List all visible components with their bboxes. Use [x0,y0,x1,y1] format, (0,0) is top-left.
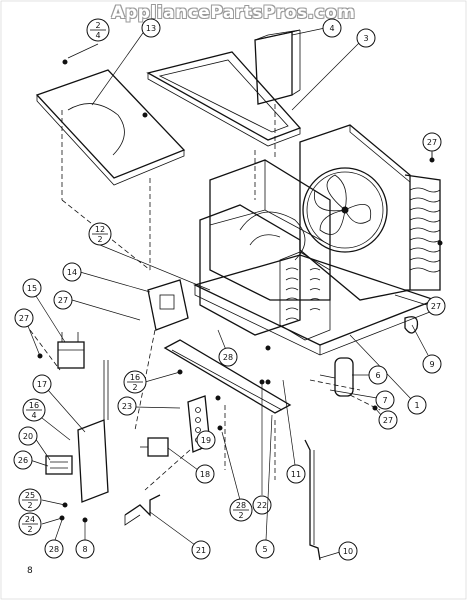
fraction-callout-24-2: 24 2 [18,512,63,536]
svg-text:4: 4 [95,31,100,40]
svg-text:21: 21 [196,546,206,555]
run-capacitor [319,357,354,397]
callout-22: 22 [252,382,272,515]
svg-text:12: 12 [95,225,105,234]
capacitor-component [57,332,85,369]
svg-text:28: 28 [223,353,233,362]
fraction-callout-12-2: 12 2 [88,222,211,291]
callout-27-top-right: 27 [422,132,442,160]
top-frame-rail [146,51,302,200]
callout-10: 10 [319,541,358,561]
svg-text:25: 25 [25,491,35,500]
svg-text:27: 27 [431,302,441,311]
callout-8: 8 [75,520,95,559]
svg-text:24: 24 [25,515,35,524]
callout-27-right: 27 [394,294,446,316]
corner-mark: 8 [27,566,33,576]
svg-text:17: 17 [37,380,47,389]
fraction-callout-16-2: 16 2 [123,370,181,394]
fraction-callout-25-2: 25 2 [18,488,66,512]
svg-text:6: 6 [375,371,380,380]
evaporator-coil [199,204,331,341]
svg-text:23: 23 [122,402,132,411]
callout-9: 9 [411,324,442,374]
svg-text:3: 3 [363,34,368,43]
svg-text:16: 16 [130,373,140,382]
callout-27-far-left: 27 [14,308,41,357]
callout-21: 21 [149,511,211,560]
mounting-rail [163,339,292,414]
callout-6: 6 [352,365,388,385]
svg-text:20: 20 [23,432,33,441]
callout-27-lower-right: 27 [374,407,398,430]
svg-text:18: 18 [200,470,210,479]
mount-bracket [124,494,161,526]
callout-20: 20 [18,426,51,461]
svg-text:2: 2 [238,511,243,520]
svg-text:28: 28 [49,545,59,554]
callout-27-left: 27 [53,290,141,321]
fraction-callout-2-4: 2 4 [67,18,110,59]
callout-13: 13 [91,18,161,106]
svg-text:14: 14 [67,268,77,277]
fraction-callout-16-4: 16 4 [22,398,71,441]
svg-text:5: 5 [262,545,267,554]
svg-text:2: 2 [97,235,102,244]
svg-text:9: 9 [429,360,434,369]
svg-text:4: 4 [329,24,334,33]
callout-label: 1 [414,401,419,410]
svg-text:4: 4 [31,411,36,420]
callout-3: 3 [291,28,376,111]
callout-23: 23 [117,396,181,416]
callout-15: 15 [22,278,66,343]
svg-text:13: 13 [146,24,156,33]
svg-text:28: 28 [236,501,246,510]
callout-28-center: 28 [217,329,238,367]
svg-text:8: 8 [82,545,87,554]
svg-text:27: 27 [58,296,68,305]
control-board [77,360,109,503]
callout-19: 19 [196,430,216,451]
base-pan [193,254,437,356]
callout-17: 17 [32,374,86,433]
svg-text:16: 16 [29,401,39,410]
callout-28-bottom-left: 28 [44,519,64,559]
clamp-bracket [404,316,419,334]
svg-text:2: 2 [27,525,32,534]
watermark-text: AppliancePartsPros.com [111,3,356,23]
svg-text:2: 2 [27,501,32,510]
svg-text:22: 22 [257,501,267,510]
condenser-coil [404,174,441,291]
callout-18: 18 [167,447,215,484]
svg-text:19: 19 [201,436,211,445]
callout-4: 4 [291,18,342,38]
svg-text:27: 27 [19,314,29,323]
insulation-block [254,29,301,160]
svg-text:2: 2 [132,383,137,392]
callout-11: 11 [282,379,306,484]
svg-text:10: 10 [343,547,353,556]
callout-14: 14 [62,262,151,293]
svg-text:27: 27 [383,416,393,425]
relay-component [140,437,169,457]
svg-text:2: 2 [95,21,100,30]
callout-5: 5 [255,414,275,559]
selector-switch [45,455,73,475]
fraction-callout-28-2: 28 2 [221,431,253,522]
control-bracket [147,279,189,331]
top-cover-panel [35,69,186,271]
svg-text:27: 27 [427,138,437,147]
svg-text:7: 7 [382,396,387,405]
svg-text:15: 15 [27,284,37,293]
screw-markers [37,59,443,523]
svg-text:11: 11 [291,470,301,479]
svg-text:26: 26 [18,456,28,465]
drain-tube [304,439,321,561]
callout-26: 26 [13,450,49,470]
callout-7: 7 [329,389,395,410]
